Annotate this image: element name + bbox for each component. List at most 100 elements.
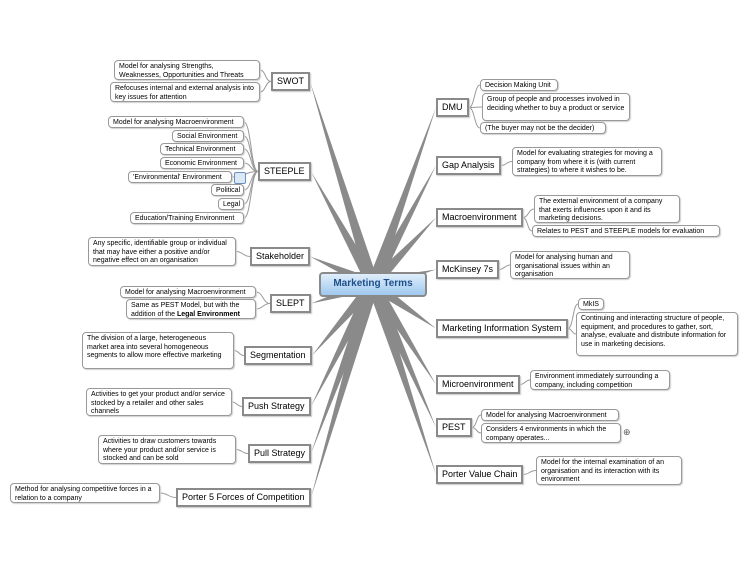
steeple-note-7-text: Legal: [223, 201, 241, 208]
branch-gap-label: Gap Analysis: [442, 160, 495, 170]
swot-note-2[interactable]: Refocuses internal and external analysis…: [110, 82, 260, 102]
branch-segmentation-label: Segmentation: [250, 350, 306, 360]
branch-micro-label: Microenvironment: [442, 379, 514, 389]
slept-note-2[interactable]: Same as PEST Model, but with the additio…: [126, 299, 256, 319]
branch-macroenvironment-connector: [368, 217, 436, 289]
branch-pest-label: PEST: [442, 422, 466, 432]
slept-note-1[interactable]: Model for analysing Macroenvironment: [120, 286, 256, 298]
note-link: [259, 69, 272, 82]
macro-note-2-text: Relates to PEST and STEEPLE models for e…: [537, 228, 705, 235]
pest-note-2-text: Considers 4 environments in which the co…: [486, 426, 607, 442]
note-link: [471, 427, 482, 434]
steeple-note-4[interactable]: Economic Environment: [160, 157, 244, 169]
mis-note-2-text: Continuing and interacting structure of …: [581, 315, 727, 348]
branch-pull-label: Pull Strategy: [254, 448, 306, 458]
dmu-note-2[interactable]: Group of people and processes involved i…: [482, 93, 630, 121]
branch-mckinsey-label: McKinsey 7s: [442, 264, 494, 274]
swot-note-1[interactable]: Model for analysing Strengths, Weaknesse…: [114, 60, 260, 80]
porter5-note-1-text: Method for analysing competitive forces …: [15, 486, 152, 502]
branch-porter-value-chain[interactable]: Porter Value Chain: [436, 465, 524, 484]
note-link: [498, 264, 511, 270]
branch-gap-analysis[interactable]: Gap Analysis: [436, 156, 501, 175]
branch-porter5[interactable]: Porter 5 Forces of Competition: [176, 488, 311, 507]
steeple-note-5[interactable]: 'Environmental' Environment: [128, 171, 232, 183]
dmu-note-1[interactable]: Decision Making Unit: [480, 79, 558, 91]
branch-steeple-label: STEEPLE: [264, 166, 305, 176]
branch-slept-label: SLEPT: [276, 298, 305, 308]
central-topic-label: Marketing Terms: [333, 278, 413, 289]
note-link: [522, 217, 533, 232]
slept-note-2-bold: Legal Environment: [176, 310, 240, 318]
dmu-note-3-text: (The buyer may not be the decider): [485, 125, 595, 132]
segmentation-note-1-text: The division of a large, heterogeneous m…: [87, 335, 222, 359]
stakeholder-note-1-text: Any specific, identifiable group or indi…: [93, 240, 227, 264]
steeple-note-3-text: Technical Environment: [165, 146, 236, 153]
branch-dmu[interactable]: DMU: [436, 98, 469, 117]
central-topic[interactable]: Marketing Terms: [319, 272, 427, 297]
branch-steeple-connector: [311, 171, 379, 288]
note-link: [522, 470, 537, 475]
steeple-note-8[interactable]: Education/Training Environment: [130, 212, 244, 224]
branch-steeple[interactable]: STEEPLE: [258, 162, 311, 181]
branch-stakeholder-label: Stakeholder: [256, 251, 305, 261]
steeple-note-6[interactable]: Political: [211, 184, 244, 196]
note-link: [471, 414, 482, 428]
steeple-note-3[interactable]: Technical Environment: [160, 143, 244, 155]
branch-mckinsey-7s[interactable]: McKinsey 7s: [436, 260, 500, 279]
branch-pest[interactable]: PEST: [436, 418, 472, 437]
note-link: [255, 291, 271, 304]
branch-swot-connector: [310, 81, 379, 287]
steeple-note-1[interactable]: Model for analysing Macroenvironment: [108, 116, 244, 128]
porterv-note-1-text: Model for the internal examination of an…: [541, 459, 664, 483]
branch-swot-label: SWOT: [277, 76, 304, 86]
mis-note-2[interactable]: Continuing and interacting structure of …: [576, 312, 738, 356]
note-link: [468, 106, 483, 108]
branch-marketing-information-system[interactable]: Marketing Information System: [436, 319, 568, 338]
mckinsey-note-1[interactable]: Model for analysing human and organisati…: [510, 251, 630, 279]
stakeholder-note-1[interactable]: Any specific, identifiable group or indi…: [88, 237, 236, 266]
branch-segmentation[interactable]: Segmentation: [244, 346, 312, 365]
branch-slept[interactable]: SLEPT: [270, 294, 311, 313]
macro-note-1[interactable]: The external environment of a company th…: [534, 195, 680, 223]
branch-stakeholder[interactable]: Stakeholder: [250, 247, 311, 266]
dmu-note-2-text: Group of people and processes involved i…: [487, 96, 625, 112]
micro-note-1[interactable]: Environment immediately surrounding a co…: [530, 370, 670, 390]
mis-note-1[interactable]: MkIS: [578, 298, 604, 310]
push-note-1-text: Activities to get your product and/or se…: [91, 391, 225, 415]
pull-note-1[interactable]: Activities to draw customers towards whe…: [98, 435, 236, 464]
note-icon[interactable]: [234, 172, 246, 184]
dmu-note-3[interactable]: (The buyer may not be the decider): [480, 122, 606, 134]
branch-macroenvironment[interactable]: Macroenvironment: [436, 208, 523, 227]
pest-note-1[interactable]: Model for analysing Macroenvironment: [481, 409, 619, 421]
note-link: [233, 350, 245, 356]
branch-swot[interactable]: SWOT: [271, 72, 310, 91]
segmentation-note-1[interactable]: The division of a large, heterogeneous m…: [82, 332, 234, 369]
note-link: [567, 328, 577, 335]
note-link: [231, 401, 243, 407]
note-link: [567, 303, 579, 329]
steeple-note-4-text: Economic Environment: [165, 160, 237, 167]
push-note-1[interactable]: Activities to get your product and/or se…: [86, 388, 232, 416]
porterv-note-1[interactable]: Model for the internal examination of an…: [536, 456, 682, 485]
steeple-note-6-text: Political: [216, 187, 241, 194]
steeple-note-2[interactable]: Social Environment: [172, 130, 244, 142]
note-link: [235, 251, 251, 257]
branch-porter-value-chain-connector: [367, 282, 436, 475]
branch-microenvironment[interactable]: Microenvironment: [436, 375, 520, 394]
mis-note-1-text: MkIS: [583, 301, 599, 308]
gap-note-1[interactable]: Model for evaluating strategies for movi…: [512, 147, 662, 176]
porter5-note-1[interactable]: Method for analysing competitive forces …: [10, 483, 160, 503]
note-link: [255, 303, 271, 310]
note-link: [243, 171, 259, 219]
slept-note-2-text: Same as PEST Model, but with the additio…: [131, 302, 240, 318]
plus-circle-icon[interactable]: ⊕: [623, 427, 631, 437]
steeple-note-7[interactable]: Legal: [218, 198, 244, 210]
branch-porter5-label: Porter 5 Forces of Competition: [182, 492, 305, 502]
note-link: [235, 449, 249, 454]
pest-note-2[interactable]: Considers 4 environments in which the co…: [481, 423, 621, 443]
branch-pull-strategy[interactable]: Pull Strategy: [248, 444, 312, 463]
note-link: [259, 81, 272, 93]
branch-push-strategy[interactable]: Push Strategy: [242, 397, 311, 416]
macro-note-2[interactable]: Relates to PEST and STEEPLE models for e…: [532, 225, 720, 237]
mckinsey-note-1-text: Model for analysing human and organisati…: [515, 254, 613, 278]
